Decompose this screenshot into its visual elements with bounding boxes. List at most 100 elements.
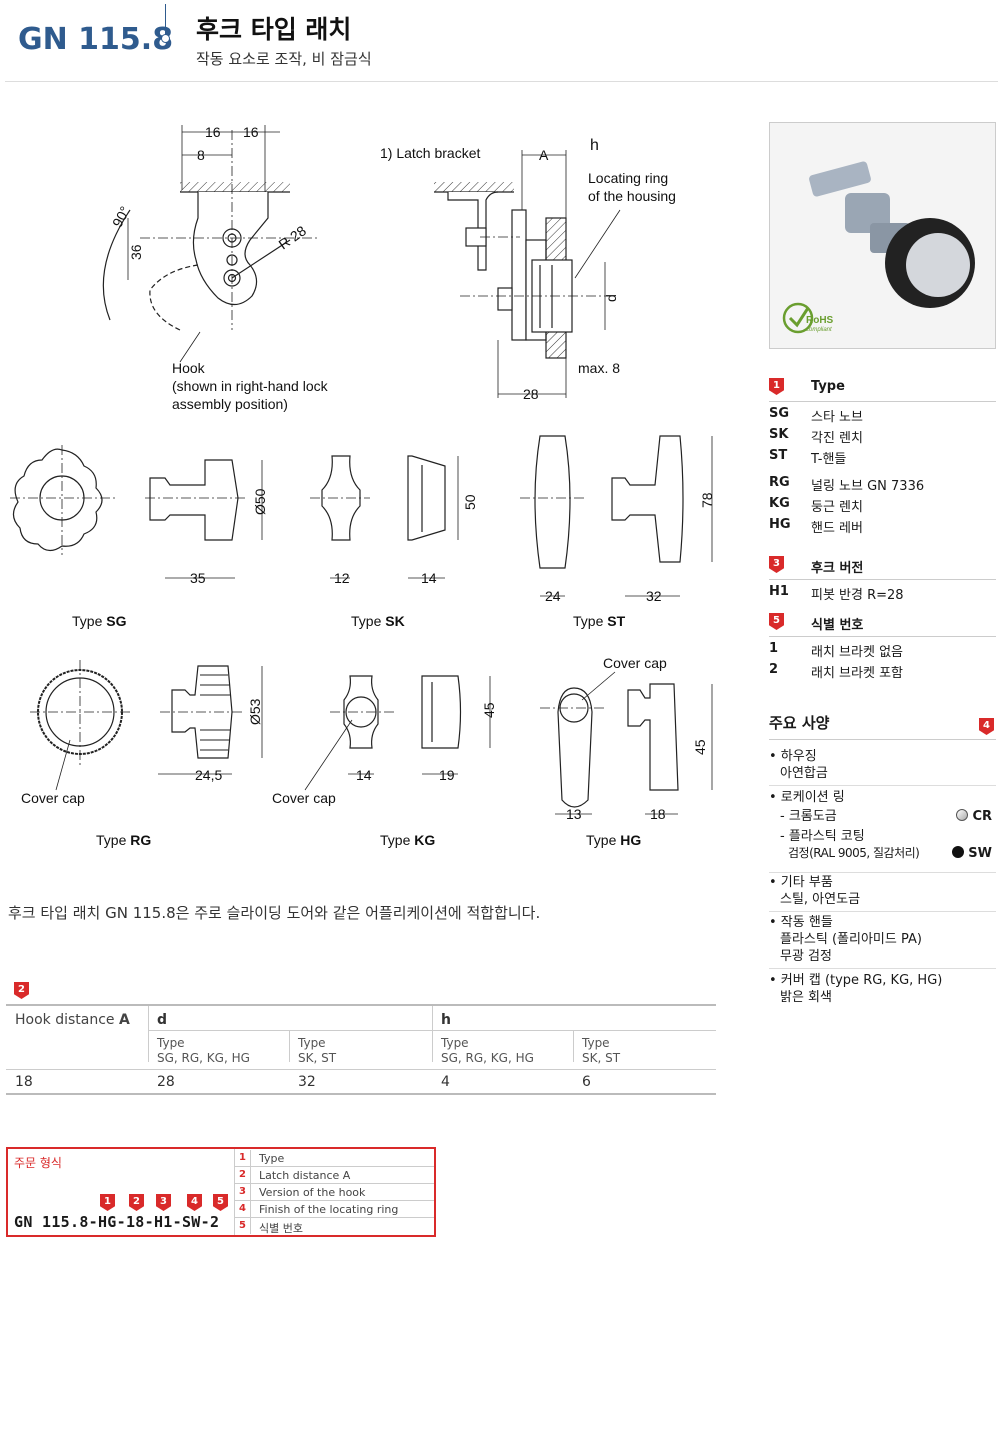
legend-num: 1: [235, 1150, 251, 1166]
type-key: HG: [769, 517, 791, 532]
sub-type: Type: [441, 1036, 469, 1050]
features-heading: 주요 사양 4: [769, 712, 996, 740]
dim-max8: max. 8: [578, 360, 620, 376]
feature-other-value: 스틸, 아연도금: [780, 892, 861, 907]
type-hg-caption: Type HG: [586, 832, 641, 848]
sub-value: SG, RG, KG, HG: [157, 1051, 250, 1065]
legend-num: 3: [235, 1184, 251, 1200]
badge-2: 2: [14, 982, 29, 999]
header-rule: [5, 81, 998, 82]
feature-handle-title: • 작동 핸들: [769, 915, 833, 930]
sub-type: Type: [298, 1036, 326, 1050]
dim-16b: 16: [243, 124, 259, 140]
sub-value: SK, ST: [582, 1051, 621, 1065]
ident-heading-label: 식별 번호: [811, 618, 864, 633]
hook-value: 피봇 반경 R=28: [811, 588, 904, 603]
chrome-swatch-icon: [955, 809, 968, 821]
dim-rg-245: 24,5: [195, 767, 222, 783]
ring-sw-code: SW: [951, 845, 992, 862]
dim-sk-50: 50: [462, 494, 478, 510]
hook-heading: 3 후크 버전: [769, 556, 996, 580]
legend-text: Type: [259, 1152, 285, 1165]
order-badge-4: 4: [187, 1194, 202, 1211]
type-rg-caption: Type RG: [96, 832, 151, 848]
ident-key: 1: [769, 641, 779, 656]
types-heading: 1 Type: [769, 378, 996, 402]
dim-8: 8: [197, 147, 205, 163]
dim-st-24: 24: [545, 588, 561, 604]
legend-text: 식별 번호: [259, 1222, 303, 1235]
dim-kg-19: 19: [439, 767, 455, 783]
dim-rg-d53: Ø53: [247, 698, 263, 725]
table-cell: 4: [441, 1074, 450, 1090]
feature-other-title: • 기타 부품: [769, 875, 833, 890]
rg-cover-label: Cover cap: [21, 790, 85, 806]
order-badges: 1 2 3 4 5: [100, 1194, 230, 1211]
type-key: ST: [769, 448, 788, 463]
order-format-box: [6, 1147, 436, 1237]
ring-cr-label: - 크롬도금: [780, 809, 837, 824]
feature-cover-title: • 커버 캡 (type RG, KG, HG): [769, 973, 943, 988]
table-bottom-rule: [6, 1093, 716, 1095]
legend-num: 2: [235, 1167, 251, 1183]
sub-type: Type: [582, 1036, 610, 1050]
rohs-badge: RoHS compliant: [782, 302, 834, 334]
type-key: SG: [769, 406, 790, 421]
ring-sw-label: 검정(RAL 9005, 질감처리): [788, 846, 920, 860]
page-subtitle: 작동 요소로 조작, 비 잠금식: [196, 50, 372, 68]
feature-cover: • 커버 캡 (type RG, KG, HG) 밝은 회색: [769, 972, 996, 1009]
hg-cover-label: Cover cap: [603, 655, 667, 671]
features-heading-label: 주요 사양: [769, 714, 830, 732]
feature-housing: • 하우징 아연합금: [769, 748, 996, 786]
col-d: d: [157, 1012, 168, 1028]
table-divider: [6, 1069, 716, 1070]
type-value: 널링 노브 GN 7336: [811, 479, 925, 494]
feature-handle-value2: 무광 검정: [780, 949, 832, 964]
type-key: SK: [769, 427, 789, 442]
ring-cr-code: CR: [955, 808, 992, 825]
col-hook-prefix: Hook distance: [15, 1012, 119, 1028]
feature-ring: • 로케이션 링 - 크롬도금 CR - 플라스틱 코팅 검정(RAL 9005…: [769, 789, 996, 873]
page-title: 후크 타입 래치: [196, 15, 352, 44]
ident-value: 래치 브라켓 포함: [811, 666, 903, 681]
dim-sk-12: 12: [334, 570, 350, 586]
dim-16a: 16: [205, 124, 221, 140]
type-value: T-핸들: [811, 452, 847, 467]
col-h: h: [441, 1012, 451, 1028]
type-kg-caption: Type KG: [380, 832, 435, 848]
kg-cover-label: Cover cap: [272, 790, 336, 806]
dim-d: d: [603, 294, 619, 302]
svg-text:compliant: compliant: [806, 327, 832, 333]
feature-handle-value1: 플라스틱 (폴리아미드 PA): [780, 932, 922, 947]
feature-handle: • 작동 핸들 플라스틱 (폴리아미드 PA) 무광 검정: [769, 914, 996, 969]
dim-st-78: 78: [699, 492, 715, 508]
dim-st-32: 32: [646, 588, 662, 604]
feature-cover-value: 밝은 회색: [780, 990, 832, 1005]
legend-row-3: 3 Version of the hook: [235, 1184, 434, 1201]
product-photo: RoHS compliant: [769, 122, 996, 349]
order-badge-2: 2: [129, 1194, 144, 1211]
dim-sg-35: 35: [190, 570, 206, 586]
table-divider: [289, 1030, 290, 1062]
product-image: RoHS compliant: [782, 161, 975, 334]
technical-drawing: 16 16 8 90° 36 R 28 1) Latch bracket A h…: [10, 124, 715, 848]
table-divider: [148, 1006, 149, 1062]
ident-value: 래치 브라켓 없음: [811, 645, 903, 660]
type-sk-caption: Type SK: [351, 613, 405, 629]
feature-other: • 기타 부품 스틸, 아연도금: [769, 874, 996, 912]
table-divider: [573, 1030, 574, 1062]
order-badge-1: 1: [100, 1194, 115, 1211]
badge-5: 5: [769, 613, 784, 630]
sub-type: Type: [157, 1036, 185, 1050]
badge-4: 4: [979, 718, 994, 735]
legend-text: Finish of the locating ring: [259, 1203, 399, 1216]
dim-sk-14: 14: [421, 570, 437, 586]
dim-hg-45: 45: [692, 739, 708, 755]
legend-text: Version of the hook: [259, 1186, 366, 1199]
locating-ring-label-2: of the housing: [588, 188, 676, 204]
